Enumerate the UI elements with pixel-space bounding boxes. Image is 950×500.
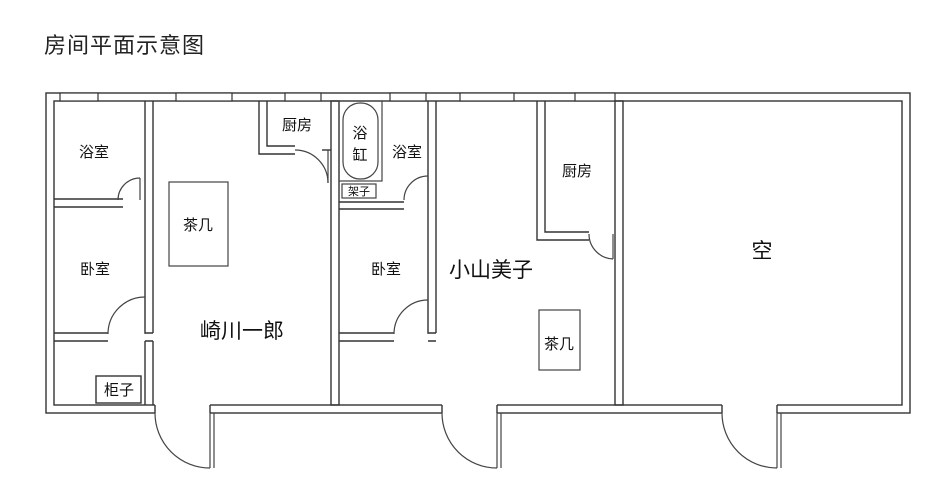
unit-dividers xyxy=(330,100,624,406)
page-title: 房间平面示意图 xyxy=(44,34,206,59)
outer-walls xyxy=(45,92,911,420)
left-bath-label: 浴室 xyxy=(79,143,109,161)
mid-bath-label: 浴室 xyxy=(392,143,422,161)
left-table-label: 茶几 xyxy=(183,216,213,234)
left-cabinet-label: 柜子 xyxy=(104,381,134,399)
right-unit-door xyxy=(721,412,782,469)
mid-unit-doors xyxy=(393,175,614,469)
shelf-label: 架子 xyxy=(348,185,370,198)
left-unit-walls xyxy=(54,101,331,405)
mid-table-rect xyxy=(538,309,581,371)
mid-kitchen-label: 厨房 xyxy=(562,162,592,180)
tub-label-1: 浴 xyxy=(352,124,367,142)
left-bed-label: 卧室 xyxy=(80,260,110,278)
mid-owner-label: 小山美子 xyxy=(449,258,533,282)
tub-label-2: 缸 xyxy=(352,146,367,164)
left-table-rect xyxy=(168,181,229,267)
mid-table-label: 茶几 xyxy=(544,335,574,353)
windows xyxy=(59,92,616,102)
left-owner-label: 崎川一郎 xyxy=(200,319,284,343)
right-room-label: 空 xyxy=(752,239,773,263)
left-kitchen-label: 厨房 xyxy=(282,116,312,134)
mid-unit-walls xyxy=(338,100,589,342)
mid-bed-label: 卧室 xyxy=(371,260,401,278)
left-unit-doors xyxy=(107,149,329,469)
